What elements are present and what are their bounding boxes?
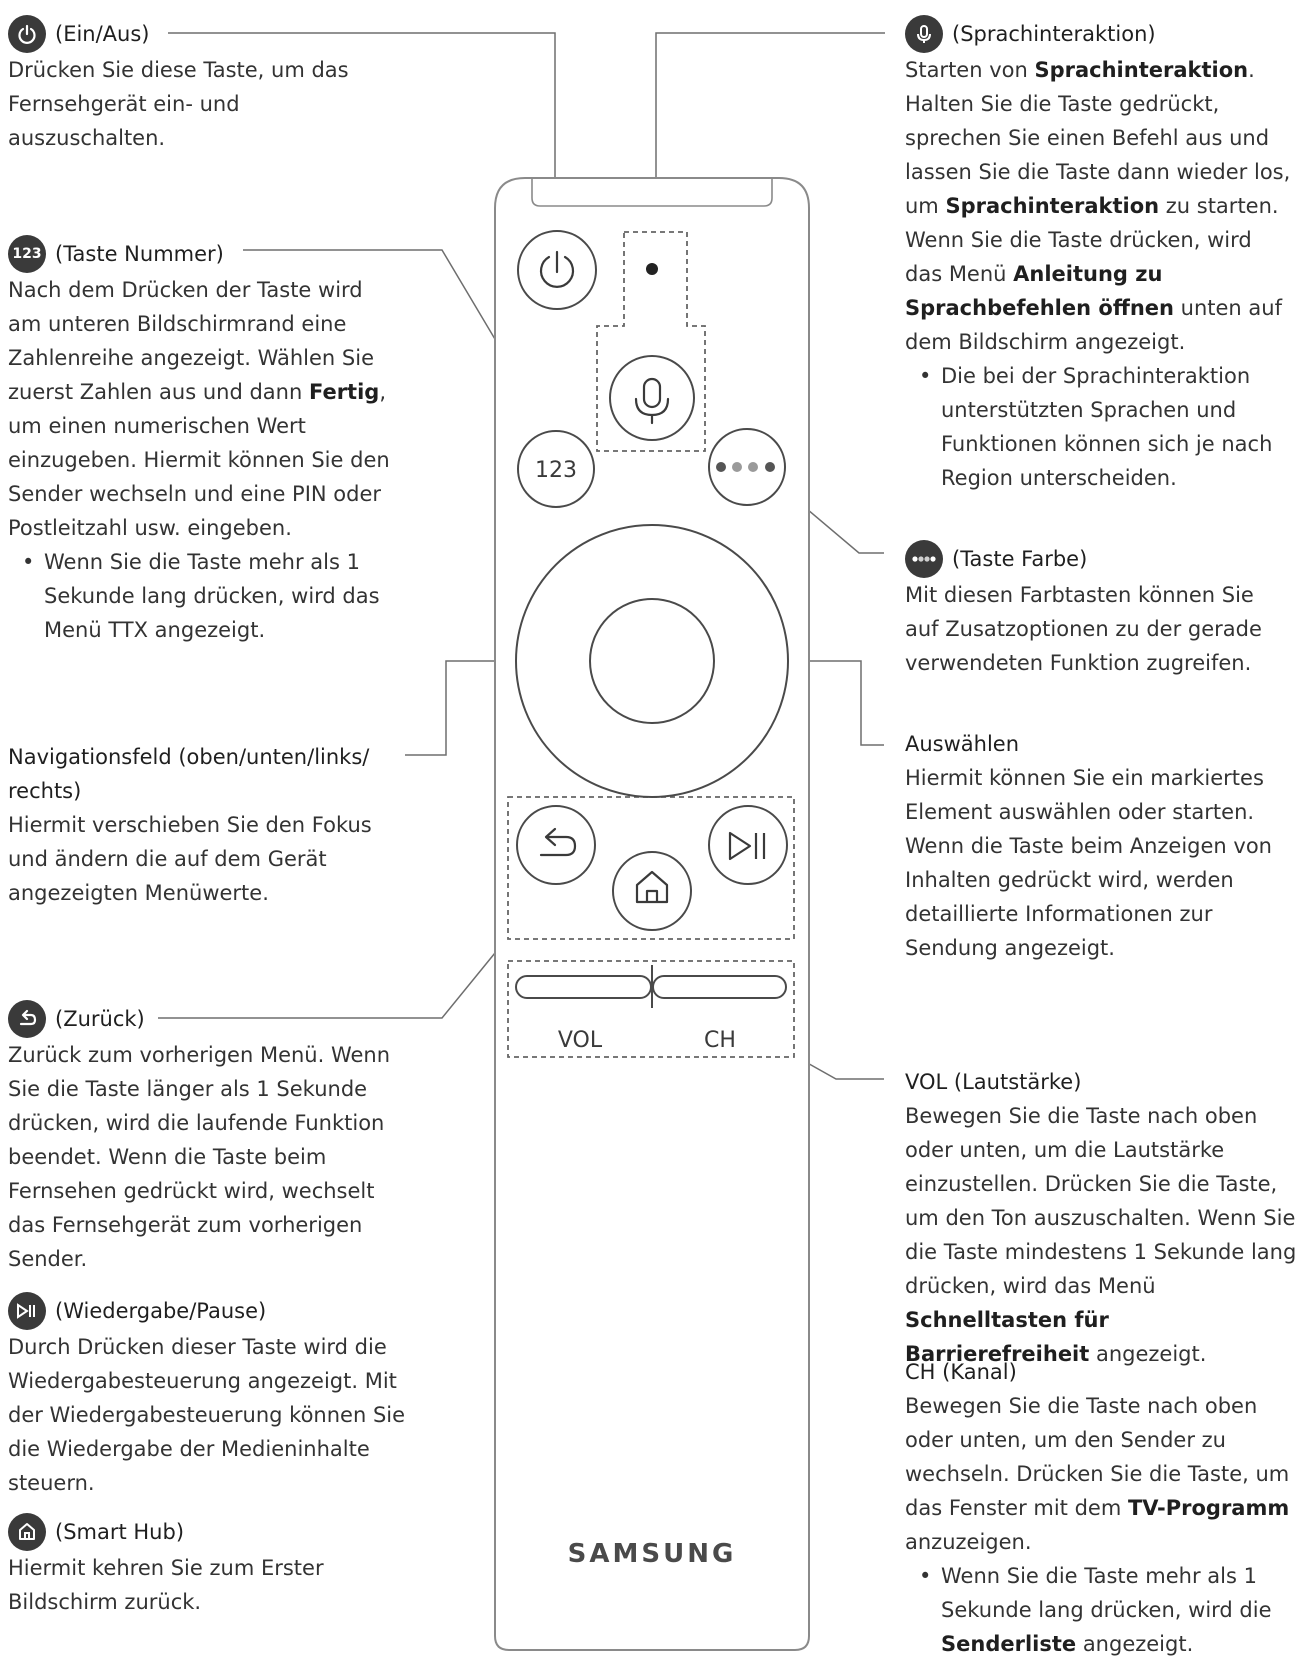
color-section: (Taste Farbe) Mit diesen Farbtasten könn… bbox=[905, 540, 1293, 680]
nav-description: Hiermit verschieben Sie den Fokus und än… bbox=[8, 813, 372, 905]
back-description: Zurück zum vorherigen Menü. Wenn Sie die… bbox=[8, 1043, 391, 1271]
vol-section: VOL (Lautstärke) Bewegen Sie die Taste n… bbox=[905, 1065, 1297, 1371]
select-section: Auswählen Hiermit können Sie ein markier… bbox=[905, 727, 1293, 965]
leader-voice bbox=[655, 32, 885, 232]
play-description: Durch Drücken dieser Taste wird die Wied… bbox=[8, 1335, 406, 1495]
color-button[interactable] bbox=[708, 428, 786, 506]
select-description: Hiermit können Sie ein markiertes Elemen… bbox=[905, 766, 1272, 960]
color-dots-icon bbox=[716, 462, 775, 472]
channel-label: CH bbox=[704, 1028, 736, 1053]
color-dots-icon bbox=[905, 540, 943, 578]
microphone-icon bbox=[905, 15, 943, 53]
home-section: (Smart Hub) Hiermit kehren Sie zum Erste… bbox=[8, 1513, 398, 1619]
power-icon bbox=[539, 255, 575, 288]
voice-bullet: Die bei der Sprachinteraktion unterstütz… bbox=[905, 359, 1293, 495]
back-button[interactable] bbox=[516, 805, 596, 885]
play-title: (Wiedergabe/Pause) bbox=[55, 1299, 267, 1323]
vol-title: VOL (Lautstärke) bbox=[905, 1070, 1082, 1094]
back-arrow-icon bbox=[539, 827, 577, 857]
number-section: 123 (Taste Nummer) Nach dem Drücken der … bbox=[8, 235, 398, 647]
ch-description: Bewegen Sie die Taste nach oben oder unt… bbox=[905, 1394, 1290, 1554]
color-description: Mit diesen Farbtasten können Sie auf Zus… bbox=[905, 583, 1262, 675]
select-button[interactable] bbox=[589, 598, 715, 724]
ch-section: CH (Kanal) Bewegen Sie die Taste nach ob… bbox=[905, 1355, 1297, 1661]
play-pause-icon bbox=[8, 1292, 46, 1330]
play-section: (Wiedergabe/Pause) Durch Drücken dieser … bbox=[8, 1292, 408, 1500]
power-icon bbox=[8, 15, 46, 53]
number-button[interactable]: 123 bbox=[517, 430, 595, 508]
nav-section: Navigationsfeld (oben/unten/links/ recht… bbox=[8, 740, 398, 910]
brand-logo: SAMSUNG bbox=[568, 1539, 737, 1569]
number-icon: 123 bbox=[8, 235, 46, 273]
volch-group-outline bbox=[507, 960, 795, 1058]
voice-section: (Sprachinteraktion) Starten von Sprachin… bbox=[905, 15, 1293, 495]
home-icon bbox=[635, 870, 669, 904]
back-section: (Zurück) Zurück zum vorherigen Menü. Wen… bbox=[8, 1000, 398, 1276]
power-button[interactable] bbox=[517, 230, 597, 310]
number-bullet: Wenn Sie die Taste mehr als 1 Sekunde la… bbox=[8, 545, 398, 647]
home-button[interactable] bbox=[612, 851, 692, 931]
voice-title: (Sprachinteraktion) bbox=[952, 22, 1156, 46]
voice-paragraph-2: Wenn Sie die Taste drücken, wird das Men… bbox=[905, 228, 1282, 354]
ch-title: CH (Kanal) bbox=[905, 1360, 1017, 1384]
volume-rocker[interactable] bbox=[515, 975, 652, 999]
leader-back bbox=[158, 936, 509, 1019]
power-title: (Ein/Aus) bbox=[55, 22, 150, 46]
power-description: Drücken Sie diese Taste, um das Fernsehg… bbox=[8, 58, 349, 150]
home-description: Hiermit kehren Sie zum Erster Bildschirm… bbox=[8, 1556, 324, 1614]
select-title: Auswählen bbox=[905, 732, 1020, 756]
number-title: (Taste Nummer) bbox=[55, 242, 224, 266]
back-arrow-icon bbox=[8, 1000, 46, 1038]
voice-group-outline bbox=[596, 231, 706, 452]
play-pause-icon bbox=[728, 831, 766, 861]
number-description: Nach dem Drücken der Taste wird am unter… bbox=[8, 278, 390, 540]
microphone-icon bbox=[634, 377, 670, 425]
channel-rocker[interactable] bbox=[652, 975, 787, 999]
home-title: (Smart Hub) bbox=[55, 1520, 185, 1544]
back-title: (Zurück) bbox=[55, 1007, 145, 1031]
leader-power bbox=[168, 32, 556, 225]
power-section: (Ein/Aus) Drücken Sie diese Taste, um da… bbox=[8, 15, 398, 155]
number-button-label: 123 bbox=[535, 458, 577, 483]
ch-bullet: Wenn Sie die Taste mehr als 1 Sekunde la… bbox=[905, 1559, 1297, 1661]
voice-paragraph-1: Starten von Sprachinteraktion. Halten Si… bbox=[905, 58, 1291, 218]
color-title: (Taste Farbe) bbox=[952, 547, 1088, 571]
voice-button[interactable] bbox=[609, 355, 695, 441]
nav-title: Navigationsfeld (oben/unten/links/ recht… bbox=[8, 745, 370, 803]
microphone-dot bbox=[646, 263, 658, 275]
home-icon bbox=[8, 1513, 46, 1551]
play-pause-button[interactable] bbox=[708, 805, 788, 885]
button-group-outline bbox=[507, 796, 795, 940]
vol-description: Bewegen Sie die Taste nach oben oder unt… bbox=[905, 1104, 1297, 1366]
dashed-groups bbox=[507, 231, 795, 1058]
volume-label: VOL bbox=[558, 1028, 603, 1053]
